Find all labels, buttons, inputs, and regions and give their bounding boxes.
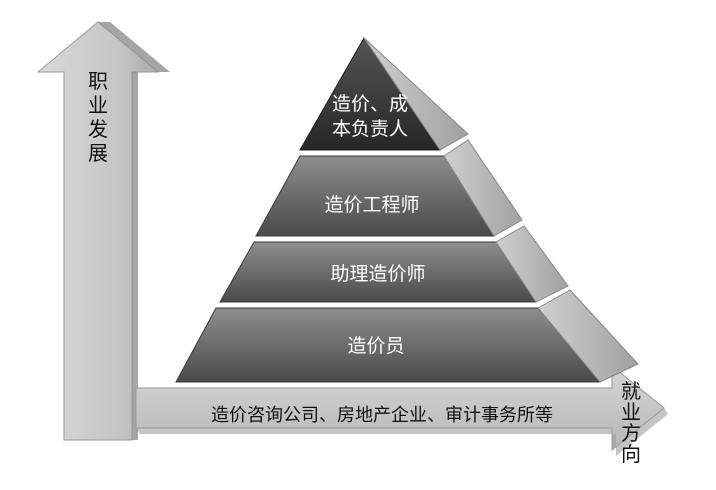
tier-3-label: 造价员 bbox=[347, 335, 404, 357]
pyramid-tier-0: 造价、成 本负责人 bbox=[299, 37, 469, 151]
career-development-label: 职业发展 bbox=[88, 69, 108, 165]
pyramid-tier-3: 造价员 bbox=[175, 289, 639, 383]
tier-0-label-line-1: 造价、成 bbox=[332, 93, 408, 115]
tier-1-label: 造价工程师 bbox=[324, 194, 419, 216]
pyramid-tier-2: 助理造价师 bbox=[219, 225, 569, 303]
pyramid-tier-1: 造价工程师 bbox=[255, 139, 523, 237]
employment-direction-label: 就业方向 bbox=[621, 379, 641, 466]
base-label: 造价咨询公司、房地产企业、审计事务所等 bbox=[211, 405, 553, 426]
career-development-arrow: 职业发展 bbox=[36, 21, 170, 441]
pyramid: 造价、成 本负责人 造价工程师 助理造价师 造价员 bbox=[175, 37, 639, 383]
tier-0-label-line-2: 本负责人 bbox=[332, 118, 408, 140]
tier-2-label: 助理造价师 bbox=[330, 263, 425, 285]
employment-direction-arrow: 造价咨询公司、房地产企业、审计事务所等 就业方向 bbox=[135, 364, 668, 466]
